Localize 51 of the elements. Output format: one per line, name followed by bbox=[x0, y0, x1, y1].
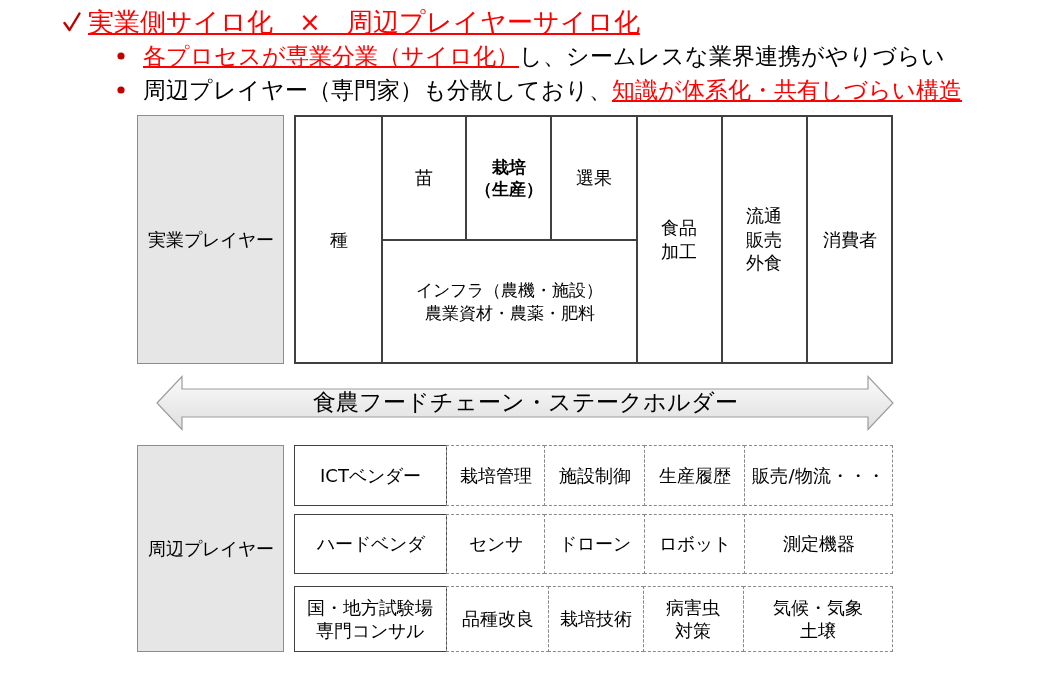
stage-box bbox=[806, 115, 893, 364]
domain-label: 病害虫対策 bbox=[665, 595, 722, 643]
domain-box bbox=[643, 586, 744, 652]
domain-label: 気候・気象土壌 bbox=[772, 595, 864, 643]
player-box bbox=[294, 586, 447, 652]
domain-box bbox=[544, 514, 645, 574]
domain-label: センサ bbox=[468, 532, 523, 556]
stage-label: 消費者 bbox=[822, 227, 877, 252]
category-box bbox=[137, 115, 284, 364]
domain-box bbox=[446, 586, 549, 652]
domain-label: 施設制御 bbox=[558, 463, 631, 488]
bullet-text: 各プロセスが専業分業（サイロ化）し、シームレスな業界連携がやりづらい bbox=[143, 42, 945, 71]
domain-label: ドローン bbox=[558, 532, 631, 556]
band-label: 食農フードチェーン・ステークホルダー bbox=[312, 388, 738, 418]
domain-box bbox=[744, 514, 893, 574]
domain-box bbox=[548, 586, 644, 652]
category-label: 周辺プレイヤー bbox=[147, 536, 274, 561]
domain-box bbox=[446, 514, 545, 574]
domain-box bbox=[544, 445, 645, 506]
player-label: ICTベンダー bbox=[320, 463, 421, 488]
slide-title: 実業側サイロ化 × 周辺プレイヤーサイロ化 bbox=[88, 6, 640, 39]
stage-label: 苗 bbox=[415, 166, 433, 190]
domain-box bbox=[743, 586, 893, 652]
player-label: ハードベンダ bbox=[316, 532, 425, 556]
category-box bbox=[137, 445, 284, 652]
category-label: 実業プレイヤー bbox=[147, 227, 274, 252]
domain-box bbox=[744, 445, 893, 506]
stage-box bbox=[636, 115, 723, 364]
player-box bbox=[294, 445, 447, 506]
stage-label: 食品加工 bbox=[660, 216, 699, 263]
domain-label: 栽培技術 bbox=[560, 607, 632, 631]
domain-label: 販売/物流・・・ bbox=[752, 463, 885, 488]
stage-label: インフラ（農機・施設）農業資材・農薬・肥料 bbox=[415, 279, 604, 324]
player-label: 国・地方試験場専門コンサル bbox=[306, 595, 435, 643]
domain-box bbox=[446, 445, 545, 506]
domain-label: ロボット bbox=[658, 532, 731, 556]
domain-label: 栽培管理 bbox=[459, 463, 532, 488]
stage-label: 種 bbox=[329, 227, 348, 252]
stage-box bbox=[294, 115, 383, 364]
stage-label: 選果 bbox=[576, 166, 612, 190]
player-box bbox=[294, 514, 447, 574]
domain-label: 品種改良 bbox=[461, 607, 534, 631]
domain-label: 測定機器 bbox=[782, 532, 855, 556]
domain-box bbox=[644, 445, 745, 506]
stage-label: 流通販売外食 bbox=[745, 204, 784, 275]
stage-box bbox=[721, 115, 808, 364]
double-arrow-band bbox=[155, 375, 895, 431]
domain-box bbox=[644, 514, 745, 574]
domain-label: 生産履歴 bbox=[658, 463, 731, 488]
bullet-text: 周辺プレイヤー（専門家）も分散しており、知識が体系化・共有しづらい構造 bbox=[143, 76, 962, 105]
stage-label: 栽培（生産） bbox=[473, 155, 544, 201]
